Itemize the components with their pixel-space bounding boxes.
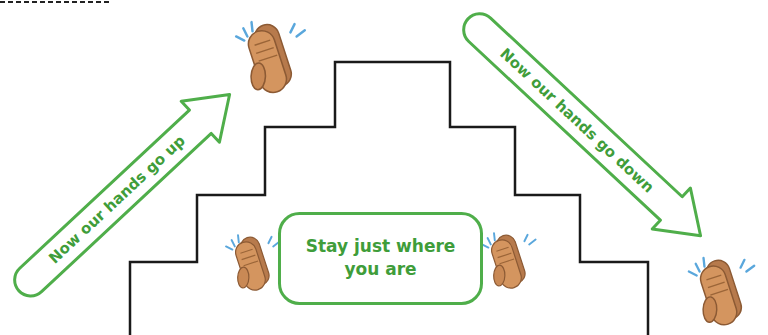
instruction-text: Now our hands go down	[476, 26, 677, 215]
clapping-hands	[480, 233, 536, 294]
rounded-box: Stay just where you are	[278, 212, 483, 305]
dashed-rule	[0, 1, 110, 3]
clapping-hands	[686, 257, 754, 331]
arrow-label: Now our hands go up	[0, 71, 252, 313]
node-outline	[278, 212, 483, 305]
instruction-text: Stay just where you are	[296, 235, 465, 281]
clapping-hands	[233, 21, 305, 99]
arrow-label: Now our hands go down	[448, 0, 723, 259]
clapping-hands	[224, 235, 280, 296]
instruction-text: Now our hands go up	[27, 115, 206, 284]
